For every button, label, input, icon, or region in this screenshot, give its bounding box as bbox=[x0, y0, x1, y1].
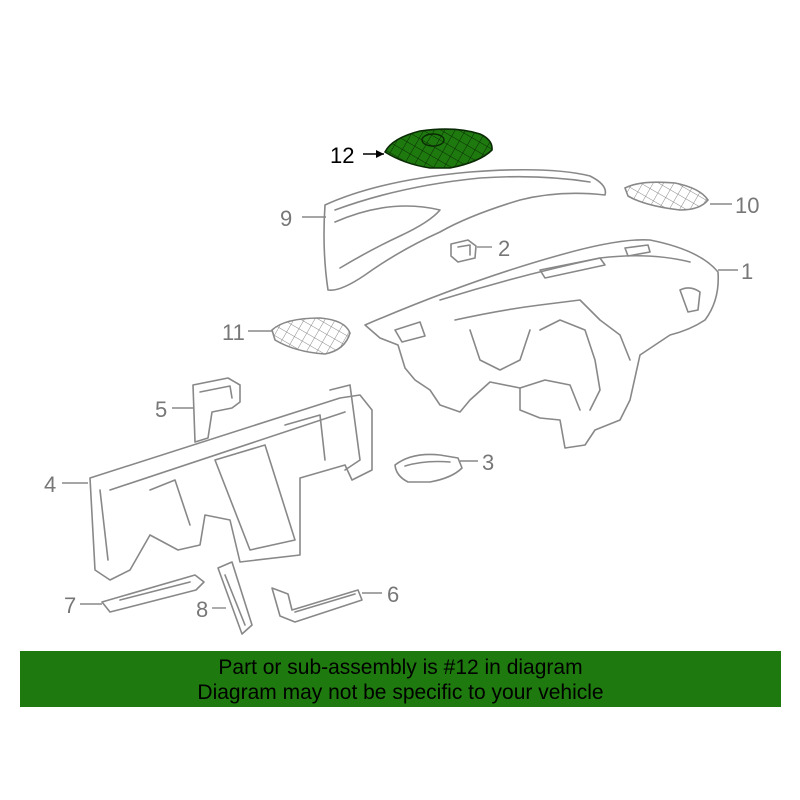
part-5-bracket[interactable] bbox=[192, 377, 241, 443]
callout-11[interactable]: 11 bbox=[222, 320, 245, 345]
callout-12[interactable]: 12 bbox=[330, 143, 354, 168]
banner-line-2: Diagram may not be specific to your vehi… bbox=[197, 681, 604, 704]
part-2-clip[interactable] bbox=[450, 239, 477, 263]
banner-line-1: Part or sub-assembly is #12 in diagram bbox=[218, 656, 583, 679]
part-1-instrument-panel[interactable] bbox=[364, 238, 720, 449]
callout-4[interactable]: 4 bbox=[44, 472, 56, 497]
callout-7[interactable]: 7 bbox=[64, 593, 76, 618]
part-9-upper-trim-pad[interactable] bbox=[323, 168, 607, 292]
callout-2[interactable]: 2 bbox=[498, 236, 510, 261]
part-3-duct[interactable] bbox=[394, 453, 463, 483]
callout-3[interactable]: 3 bbox=[482, 450, 494, 475]
callout-8[interactable]: 8 bbox=[196, 597, 208, 622]
part-12-cover[interactable] bbox=[383, 128, 493, 169]
part-4-cross-beam[interactable] bbox=[89, 384, 373, 581]
callout-labels: 12 9 10 2 1 11 5 3 4 7 8 6 bbox=[44, 143, 759, 622]
callout-6[interactable]: 6 bbox=[387, 582, 399, 607]
callout-5[interactable]: 5 bbox=[155, 397, 167, 422]
callout-10[interactable]: 10 bbox=[735, 193, 759, 218]
callout-9[interactable]: 9 bbox=[280, 206, 292, 231]
part-6-lower-rail[interactable] bbox=[271, 587, 363, 623]
callout-1[interactable]: 1 bbox=[741, 259, 753, 284]
part-10-right-grille[interactable] bbox=[624, 181, 709, 211]
part-8-support[interactable] bbox=[217, 561, 253, 635]
leader-lines bbox=[62, 150, 738, 609]
part-7-lower-bracket[interactable] bbox=[101, 574, 205, 613]
info-banner: Part or sub-assembly is #12 in diagram D… bbox=[20, 651, 781, 707]
part-11-left-grille[interactable] bbox=[271, 317, 351, 355]
